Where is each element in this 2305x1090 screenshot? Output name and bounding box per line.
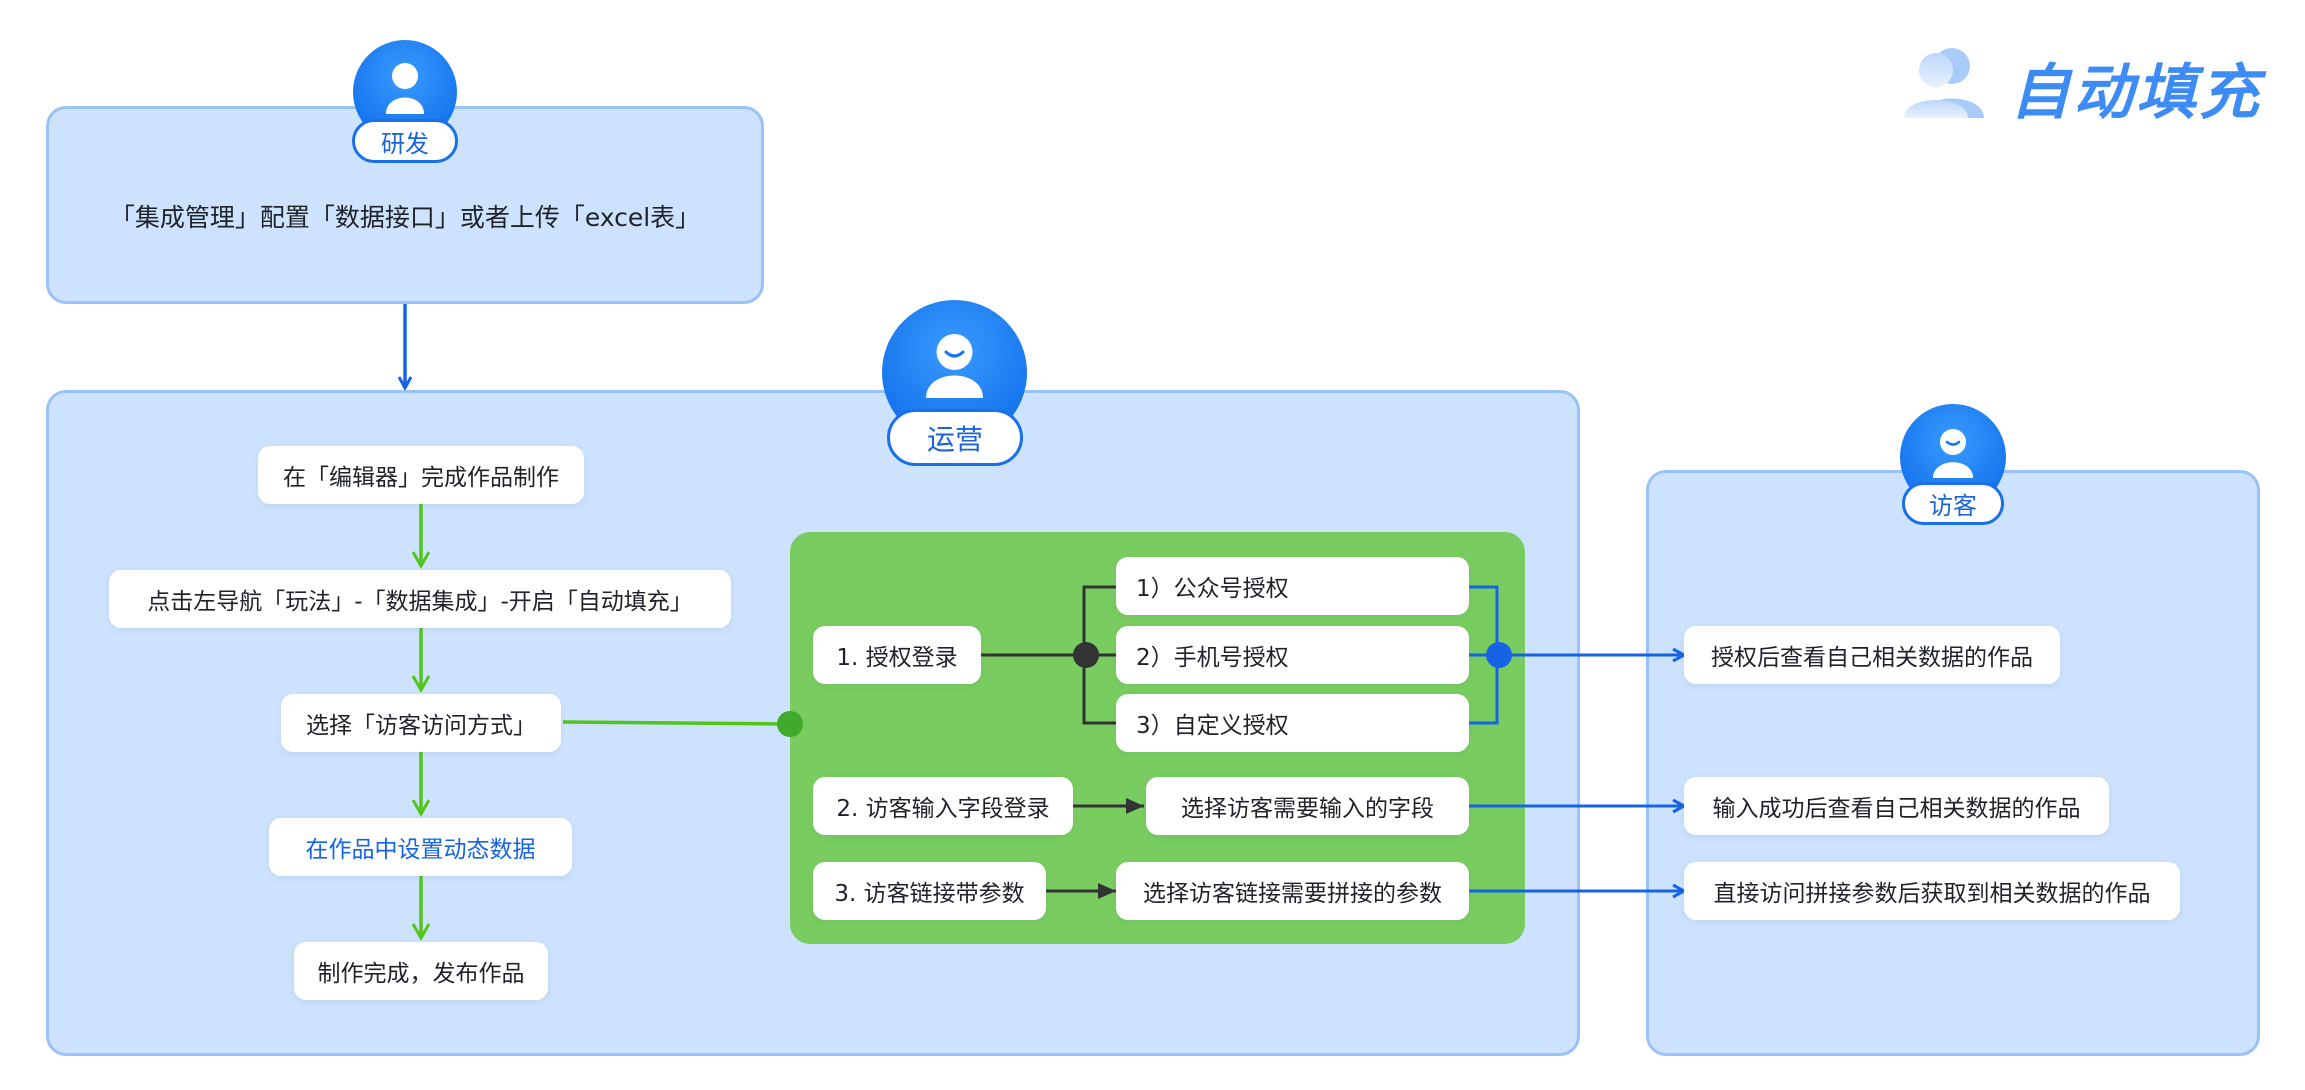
dev-panel [46, 106, 764, 304]
field-login-method: 2. 访客输入字段登录 [813, 777, 1073, 835]
ops-step-editor: 在「编辑器」完成作品制作 [258, 446, 584, 504]
field-select-option: 选择访客需要输入的字段 [1146, 777, 1469, 835]
ops-step-dynamic-data: 在作品中设置动态数据 [269, 818, 572, 876]
visitor-result-field: 输入成功后查看自己相关数据的作品 [1684, 777, 2109, 835]
ops-step-enable-autofill: 点击左导航「玩法」-「数据集成」-开启「自动填充」 [109, 570, 731, 628]
ops-step-select-access: 选择「访客访问方式」 [281, 694, 561, 752]
ops-step-publish: 制作完成，发布作品 [294, 942, 548, 1000]
title-icon [1900, 42, 1990, 120]
dev-panel-text: 「集成管理」配置「数据接口」或者上传「excel表」 [109, 203, 701, 232]
ops-role-label: 运营 [887, 409, 1023, 466]
visitor-role-label: 访客 [1902, 482, 2004, 525]
visitor-result-link: 直接访问拼接参数后获取到相关数据的作品 [1684, 862, 2180, 920]
visitor-result-auth: 授权后查看自己相关数据的作品 [1684, 626, 2060, 684]
link-select-option: 选择访客链接需要拼接的参数 [1116, 862, 1469, 920]
visitor-panel [1646, 470, 2260, 1056]
auth-option-custom: 3）自定义授权 [1116, 694, 1469, 752]
dev-role-label: 研发 [352, 119, 458, 163]
auth-option-official-account: 1）公众号授权 [1116, 557, 1469, 615]
auth-option-phone: 2）手机号授权 [1116, 626, 1469, 684]
diagram-title: 自动填充 [2010, 58, 2262, 128]
link-param-method: 3. 访客链接带参数 [813, 862, 1046, 920]
auth-login-method: 1. 授权登录 [813, 626, 981, 684]
